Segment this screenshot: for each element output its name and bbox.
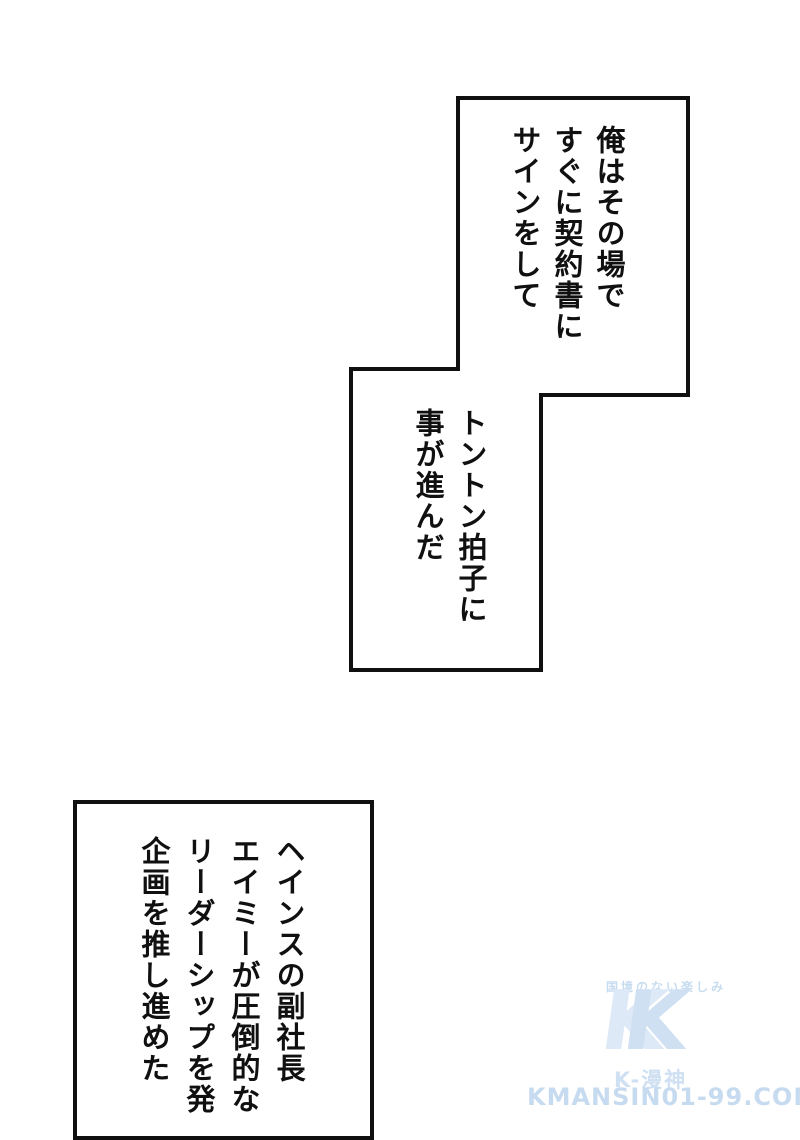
speech-text-line: 事が進んだ — [411, 408, 445, 563]
speech-text-line: 企画を推し進めた — [137, 836, 171, 1084]
speech-text-line: すぐに契約書に — [550, 125, 584, 342]
speech-bubble-bottom — [73, 800, 374, 1140]
speech-text-line: ヘインスの副社長 — [272, 836, 306, 1084]
k-logo-front-letter: K — [617, 974, 695, 1069]
bubble-top-text: 俺はその場で すぐに契約書に サインをして — [504, 125, 630, 342]
speech-text-line: 俺はその場で — [592, 125, 626, 311]
bubble-middle-text: トントン拍子に 事が進んだ — [406, 408, 492, 625]
bubble-bottom-text: ヘインスの副社長 エイミーが圧倒的な リーダーシップを発 企画を推し進めた — [131, 836, 311, 1115]
k-logo-icon: K K — [595, 974, 752, 1072]
speech-bubble-middle — [349, 367, 543, 672]
manga-page: { "page": { "background": "#ffffff", "pa… — [73, 96, 800, 1140]
speech-text-line: エイミーが圧倒的な — [227, 836, 261, 1115]
speech-bubble-top — [456, 96, 690, 397]
bubble-join-mask — [460, 367, 543, 393]
watermark-brand: K-漫神 — [614, 1068, 688, 1092]
watermark-domain: KMANSIN01-99.COM — [527, 1083, 800, 1111]
speech-text-line: トントン拍子に — [454, 408, 488, 625]
speech-text-line: サインをして — [508, 125, 542, 311]
speech-text-line: リーダーシップを発 — [182, 836, 216, 1115]
watermark-slogan: 国境のない楽しみ — [606, 980, 727, 994]
